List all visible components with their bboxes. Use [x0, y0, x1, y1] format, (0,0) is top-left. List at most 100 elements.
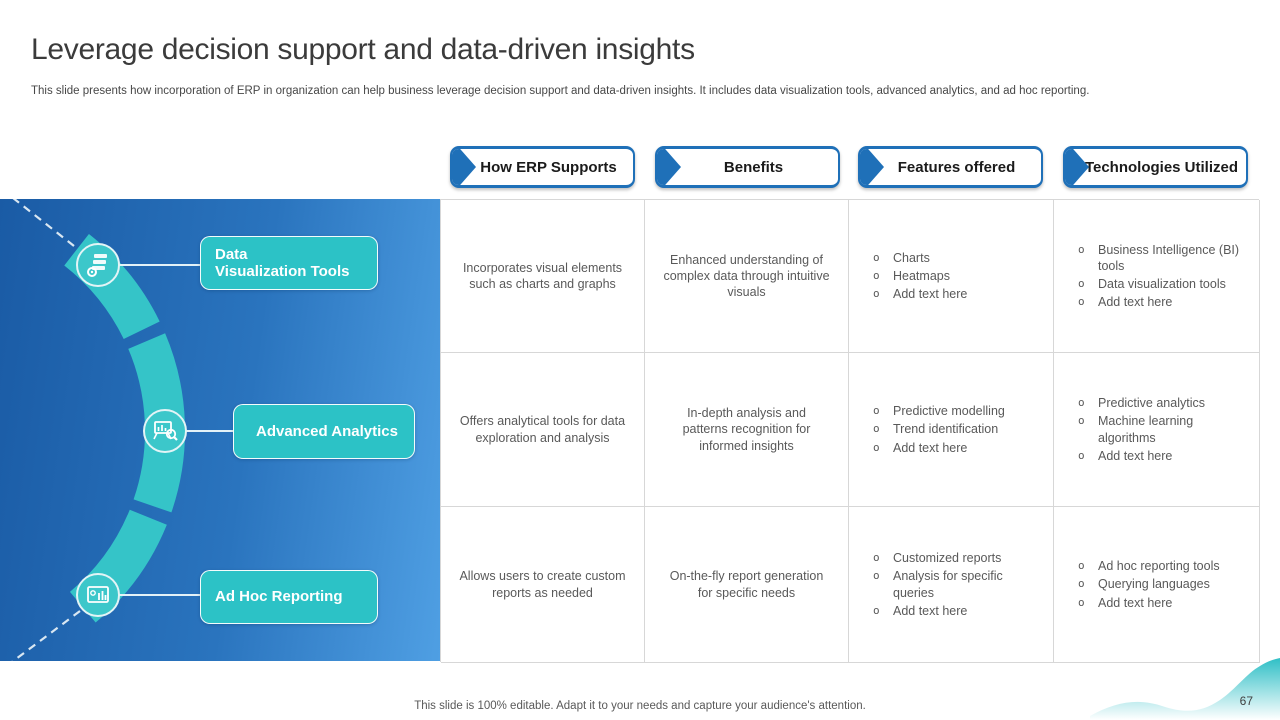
- list-item-text: Add text here: [893, 440, 968, 455]
- chevron-right-icon: [452, 149, 476, 185]
- list-item: Add text here: [1078, 448, 1251, 464]
- list-item-text: Add text here: [1098, 595, 1173, 610]
- circle-bullet-icon: [873, 286, 893, 302]
- row-label-ad-hoc-reporting: Ad Hoc Reporting: [200, 570, 378, 624]
- list-item: Heatmaps: [873, 268, 967, 284]
- cell-row3-benefits: On-the-fly report generation for specifi…: [645, 507, 849, 663]
- column-header-how-erp-supports: How ERP Supports: [450, 146, 635, 188]
- features-list: Customized reports Analysis for specific…: [849, 548, 1053, 621]
- column-header-benefits: Benefits: [655, 146, 840, 188]
- cell-row2-how-erp-supports: Offers analytical tools for data explora…: [441, 353, 645, 507]
- list-item-text: Data visualization tools: [1098, 277, 1226, 291]
- list-item-text: Heatmaps: [893, 268, 950, 283]
- page-title: Leverage decision support and data-drive…: [31, 33, 695, 66]
- list-item-text: Customized reports: [893, 551, 1002, 565]
- circle-bullet-icon: [873, 403, 893, 419]
- cell-row1-technologies-utilized: Business Intelligence (BI) tools Data vi…: [1054, 200, 1260, 353]
- data-gear-icon: [87, 254, 107, 277]
- cell-text: Incorporates visual elements such as cha…: [462, 260, 623, 291]
- list-item: Add text here: [1078, 595, 1220, 611]
- cell-text: Offers analytical tools for data explora…: [459, 414, 626, 445]
- column-header-technologies-utilized: Technologies Utilized: [1063, 146, 1248, 188]
- list-item-text: Predictive analytics: [1098, 396, 1205, 410]
- circle-bullet-icon: [1078, 242, 1098, 258]
- data-table: Incorporates visual elements such as cha…: [440, 199, 1260, 663]
- list-item: Data visualization tools: [1078, 276, 1251, 292]
- circle-bullet-icon: [1078, 448, 1098, 464]
- cell-row2-benefits: In-depth analysis and patterns recogniti…: [645, 353, 849, 507]
- circle-bullet-icon: [873, 603, 893, 619]
- column-header-label: Benefits: [723, 158, 784, 176]
- corner-wave-decoration: [1090, 658, 1280, 720]
- circle-bullet-icon: [1078, 276, 1098, 292]
- cell-text: Enhanced understanding of complex data t…: [663, 252, 830, 300]
- circle-bullet-icon: [1078, 576, 1098, 592]
- circle-bullet-icon: [1078, 413, 1098, 429]
- list-item-text: Ad hoc reporting tools: [1098, 559, 1220, 574]
- list-item-text: Business Intelligence (BI) tools: [1098, 242, 1240, 273]
- list-item-text: Trend identification: [893, 422, 999, 437]
- list-item-text: Add text here: [893, 287, 968, 302]
- circle-bullet-icon: [1078, 558, 1098, 574]
- list-item: Add text here: [873, 286, 967, 302]
- technologies-list: Ad hoc reporting tools Querying language…: [1054, 556, 1228, 613]
- chevron-right-icon: [1065, 149, 1089, 185]
- footer-note: This slide is 100% editable. Adapt it to…: [414, 700, 866, 712]
- list-item: Querying languages: [1078, 576, 1220, 592]
- circle-bullet-icon: [873, 440, 893, 456]
- column-header-features-offered: Features offered: [858, 146, 1043, 188]
- list-item: Add text here: [873, 440, 1005, 456]
- slide-subtitle: This slide presents how incorporation of…: [31, 85, 1090, 97]
- arc-diagram: [11, 199, 238, 661]
- connector-line: [119, 264, 238, 596]
- cell-row2-features-offered: Predictive modelling Trend identificatio…: [849, 353, 1054, 507]
- column-header-label: How ERP Supports: [480, 158, 617, 176]
- left-panel: Data Visualization Tools Advanced Analyt…: [0, 199, 440, 661]
- icon-circle: [76, 573, 120, 617]
- row-label-advanced-analytics: Advanced Analytics: [233, 404, 415, 459]
- row-label-text: Advanced Analytics: [256, 422, 398, 440]
- list-item: Charts: [873, 250, 967, 266]
- technologies-list: Business Intelligence (BI) tools Data vi…: [1054, 240, 1259, 313]
- cell-row3-features-offered: Customized reports Analysis for specific…: [849, 507, 1054, 663]
- column-header-label: Features offered: [897, 158, 1016, 176]
- list-item: Machine learning algorithms: [1078, 413, 1251, 446]
- list-item-text: Analysis for specific queries: [893, 569, 1003, 600]
- circle-bullet-icon: [873, 268, 893, 284]
- cell-row3-technologies-utilized: Ad hoc reporting tools Querying language…: [1054, 507, 1260, 663]
- cell-text: On-the-fly report generation for specifi…: [669, 569, 824, 600]
- list-item: Customized reports: [873, 550, 1045, 566]
- list-item-text: Machine learning algorithms: [1098, 414, 1194, 445]
- list-item-text: Add text here: [1098, 295, 1173, 310]
- features-list: Charts Heatmaps Add text here: [849, 248, 975, 305]
- list-item-text: Add text here: [893, 603, 968, 618]
- cell-row2-technologies-utilized: Predictive analytics Machine learning al…: [1054, 353, 1260, 507]
- analytics-board-icon: [153, 421, 178, 441]
- report-chart-icon: [87, 586, 109, 603]
- dashed-line-bottom: [11, 610, 81, 661]
- icon-circle: [76, 243, 120, 287]
- list-item-text: Querying languages: [1098, 577, 1210, 592]
- chevron-right-icon: [657, 149, 681, 185]
- list-item-text: Predictive modelling: [893, 404, 1005, 419]
- circle-bullet-icon: [1078, 595, 1098, 611]
- cell-row1-features-offered: Charts Heatmaps Add text here: [849, 200, 1054, 353]
- circle-bullet-icon: [873, 568, 893, 584]
- list-item: Predictive modelling: [873, 403, 1005, 419]
- cell-text: Allows users to create custom reports as…: [459, 569, 626, 600]
- row-label-text: Data: [215, 245, 248, 263]
- cell-row1-benefits: Enhanced understanding of complex data t…: [645, 200, 849, 353]
- chevron-right-icon: [860, 149, 884, 185]
- circle-bullet-icon: [1078, 395, 1098, 411]
- list-item: Add text here: [1078, 294, 1251, 310]
- features-list: Predictive modelling Trend identificatio…: [849, 401, 1013, 458]
- list-item: Predictive analytics: [1078, 395, 1251, 411]
- list-item: Add text here: [873, 603, 1045, 619]
- row-label-data-visualization-tools: Data Visualization Tools: [200, 236, 378, 290]
- circle-bullet-icon: [1078, 294, 1098, 310]
- row-label-text: Ad Hoc Reporting: [215, 588, 343, 606]
- cell-row3-how-erp-supports: Allows users to create custom reports as…: [441, 507, 645, 663]
- circle-bullet-icon: [873, 421, 893, 437]
- cell-text: In-depth analysis and patterns recogniti…: [682, 406, 811, 453]
- list-item: Business Intelligence (BI) tools: [1078, 242, 1251, 275]
